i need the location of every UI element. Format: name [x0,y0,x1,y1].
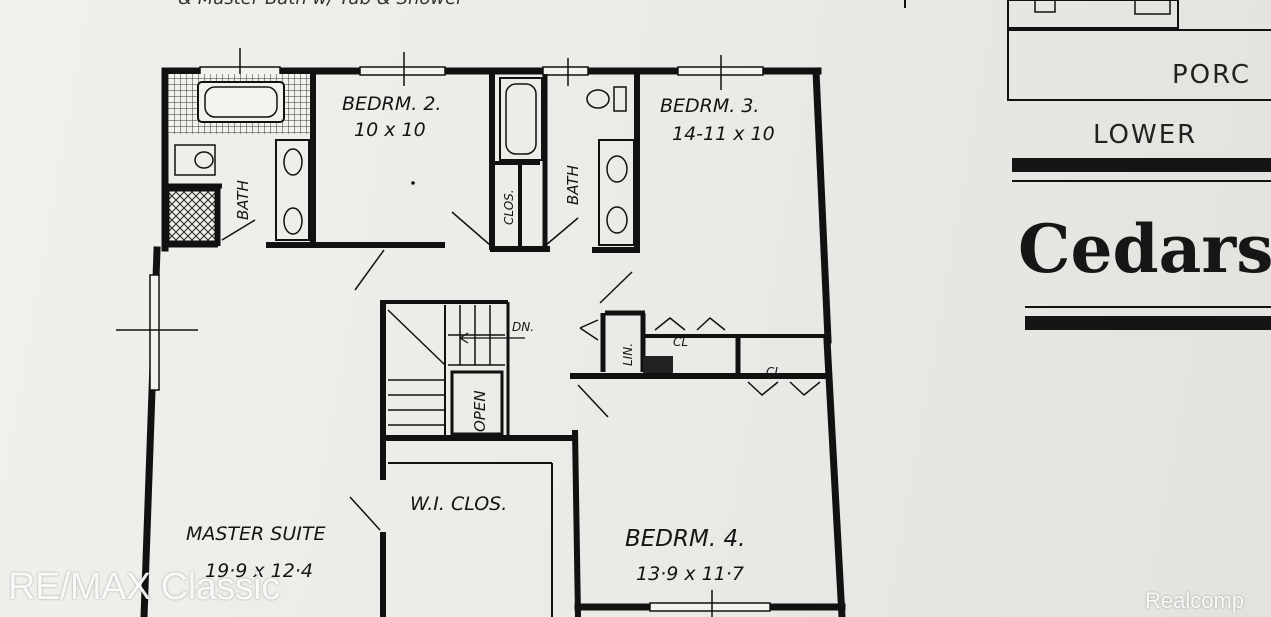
watermark-right: Realcomp [1145,588,1245,613]
master-size: 19·9 x 12·4 [205,560,313,582]
bedroom2-name: BEDRM. 2. [342,93,441,115]
linen-closets [570,271,830,418]
bath-mid-label: BATH [564,165,582,205]
master-name: MASTER SUITE [186,523,326,545]
walkin-closet-label: W.I. CLOS. [410,493,507,515]
bath-left-label: BATH [234,180,252,220]
bedroom3-name: BEDRM. 3. [660,95,759,117]
open-label: OPEN [471,390,489,432]
walkin-closet [349,462,553,617]
bedroom2-dot [411,181,415,185]
bedroom4-size: 13·9 x 11·7 [636,563,744,585]
bedroom2-size: 10 x 10 [354,119,426,141]
left-bath [166,74,445,248]
side-title: Cedars [1018,210,1271,288]
linen-label: LIN. [621,343,635,366]
bedroom4-name: BEDRM. 4. [625,526,745,552]
top-caption-cut: & Master Bath w/ Tub & Shower [178,0,464,9]
stairs [380,300,581,617]
center-bath [451,74,640,253]
stair-dn-label: DN. [512,320,534,334]
watermark-left: RE/MAX Classic [8,566,280,608]
closet-small-label: CLOS. [502,189,516,225]
bedroom3-size: 14-11 x 10 [672,123,775,145]
bedroom2-door [354,249,385,291]
closet-b-label: CL. [766,365,785,379]
porch-label: PORC [1172,60,1251,90]
side-panel [904,0,1271,330]
lower-label: LOWER [1093,120,1197,150]
closet-a-label: CL [673,335,688,349]
